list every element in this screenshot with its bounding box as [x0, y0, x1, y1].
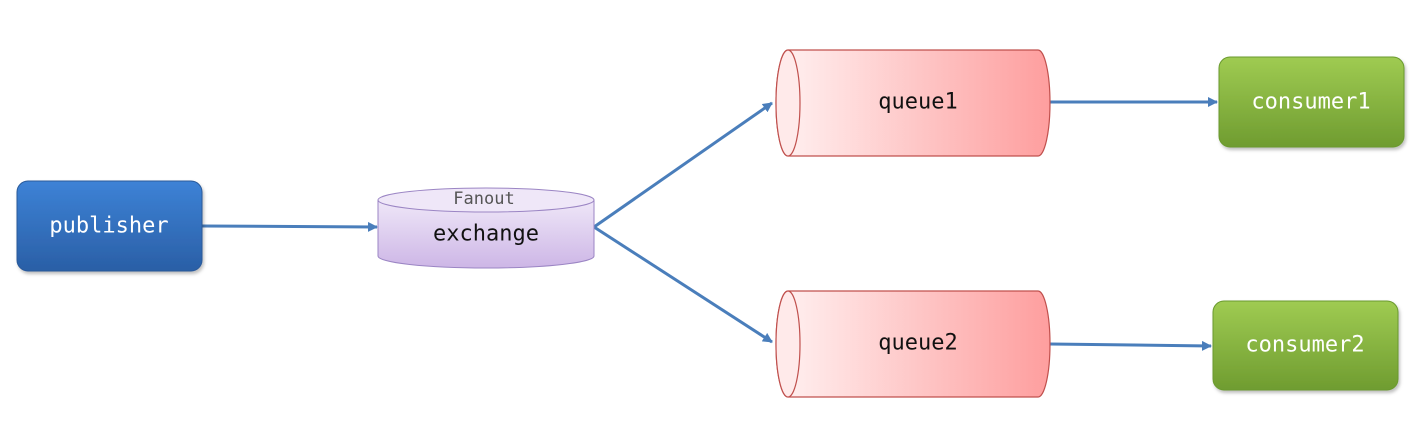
edge-publisher-exchange — [201, 221, 378, 232]
queue1-node: queue1 — [775, 49, 1051, 157]
edge-queue2-consumer2 — [1049, 340, 1212, 351]
exchange-label: exchange — [433, 222, 539, 247]
edge-exchange-queue2 — [593, 225, 773, 344]
exchange-type-label: Fanout — [453, 189, 514, 209]
queue1-label: queue1 — [878, 90, 957, 115]
queue2-label: queue2 — [878, 331, 957, 356]
consumer2-label: consumer2 — [1245, 333, 1364, 358]
exchange-node: Fanout exchange — [377, 187, 595, 269]
edges — [201, 97, 1218, 351]
edge-exchange-queue1 — [593, 101, 773, 229]
consumer2-node: consumer2 — [1212, 300, 1399, 391]
consumer1-node: consumer1 — [1218, 56, 1405, 148]
publisher-label: publisher — [49, 214, 168, 239]
consumer1-label: consumer1 — [1251, 90, 1370, 115]
publisher-node: publisher — [16, 180, 203, 272]
queue2-node: queue2 — [775, 290, 1051, 398]
